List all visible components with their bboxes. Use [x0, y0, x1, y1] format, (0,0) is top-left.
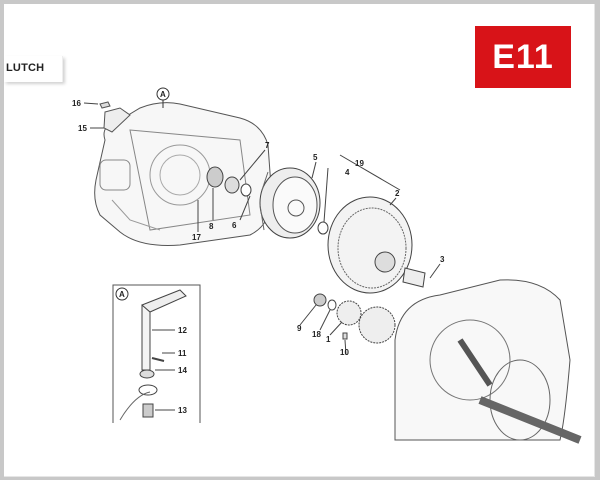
svg-text:9: 9 — [297, 324, 302, 333]
spacer-3 — [402, 267, 426, 288]
svg-text:11: 11 — [178, 349, 187, 358]
washer-4 — [317, 221, 329, 235]
svg-text:19: 19 — [355, 159, 364, 168]
svg-text:10: 10 — [340, 348, 349, 357]
oil-seal-8 — [206, 166, 224, 188]
svg-text:17: 17 — [192, 233, 201, 242]
clutch-housing-2 — [327, 196, 413, 294]
bracket-15 — [103, 107, 131, 133]
svg-text:13: 13 — [178, 406, 187, 415]
bushing-7 — [224, 176, 240, 194]
bolt-16 — [99, 101, 111, 109]
section-title-tab: LUTCH — [4, 56, 63, 82]
clutch-cover — [94, 102, 273, 246]
clutch-assembly-5 — [259, 167, 321, 239]
primary-gear — [358, 306, 396, 344]
svg-text:5: 5 — [313, 153, 318, 162]
section-code-badge: E11 — [475, 26, 571, 88]
svg-text:4: 4 — [345, 168, 350, 177]
gear-1 — [336, 300, 362, 326]
svg-text:A: A — [160, 90, 166, 99]
svg-text:18: 18 — [312, 330, 321, 339]
svg-text:8: 8 — [209, 222, 214, 231]
spring-13 — [142, 403, 154, 418]
pin-11 — [151, 357, 165, 362]
svg-text:12: 12 — [178, 326, 187, 335]
shaft-12 — [141, 304, 151, 371]
svg-text:14: 14 — [178, 366, 187, 375]
washer-18 — [327, 299, 337, 311]
svg-text:2: 2 — [395, 189, 400, 198]
svg-text:15: 15 — [78, 124, 87, 133]
svg-text:3: 3 — [440, 255, 445, 264]
inset-detail-a: A 12 11 14 13 — [112, 284, 201, 423]
nut-9 — [313, 293, 327, 307]
washer-14 — [139, 369, 155, 379]
svg-text:6: 6 — [232, 221, 237, 230]
key-10 — [342, 332, 348, 340]
svg-text:1: 1 — [326, 335, 331, 344]
crankcase — [394, 279, 582, 444]
washer-6 — [240, 183, 252, 197]
svg-text:16: 16 — [72, 99, 81, 108]
svg-text:A: A — [119, 290, 125, 299]
svg-text:7: 7 — [265, 141, 270, 150]
section-title: LUTCH — [6, 62, 45, 74]
